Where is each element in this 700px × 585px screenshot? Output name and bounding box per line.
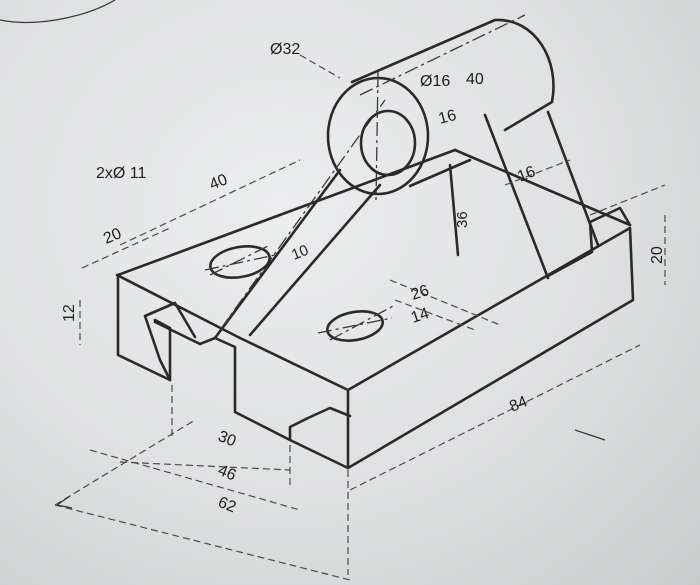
label-46: 46: [216, 462, 239, 484]
hole-left: [209, 245, 271, 279]
sketch-arc: [0, 0, 116, 24]
label-30: 30: [216, 428, 239, 450]
dim-line-leader-32: [299, 54, 341, 79]
label-84: 84: [507, 393, 530, 415]
label-diameter-16: Ø16: [420, 73, 450, 90]
label-10: 10: [289, 242, 311, 264]
right-support: [448, 110, 600, 280]
label-62: 62: [216, 494, 239, 516]
dim-arrow-84: [574, 429, 606, 441]
label-40-top: 40: [466, 71, 484, 88]
cylinder-bore: [359, 109, 417, 177]
dim-line-40-base: [119, 159, 301, 246]
label-26: 26: [409, 282, 431, 304]
base-front-left: [116, 273, 352, 442]
rib-centerline: [219, 99, 386, 331]
base-slot: [143, 301, 197, 382]
base-top-edge: [115, 148, 632, 340]
dim-line-30: [119, 461, 291, 471]
hole-centerlines: [204, 244, 396, 341]
dim-line-46: [89, 449, 301, 511]
label-14: 14: [409, 305, 431, 327]
label-20-left: 20: [101, 225, 124, 247]
dim-line-right-top: [589, 184, 666, 216]
label-40-base: 40: [207, 171, 230, 193]
dim-line-62b: [54, 504, 351, 581]
base-front-lower: [288, 438, 350, 470]
dim-line-16-rib: [504, 159, 571, 186]
label-16-rib: 16: [515, 163, 538, 185]
dim-line-20-left: [81, 227, 171, 269]
cylinder-body: [350, 18, 555, 188]
dim-line-26-14: [389, 279, 501, 331]
dim-arrow-bottom: [56, 495, 73, 509]
label-36: 36: [454, 211, 471, 228]
rib-left: [213, 168, 382, 340]
dim-extension-lines: [171, 385, 349, 575]
label-12: 12: [61, 304, 78, 322]
base-front-right: [238, 226, 635, 470]
dim-line-84: [349, 344, 641, 491]
label-20-right: 20: [649, 246, 666, 264]
label-16-top: 16: [437, 107, 459, 128]
label-holes: 2xØ 11: [96, 165, 147, 182]
cylinder-axis: [359, 14, 526, 201]
cylinder-front-face: [326, 76, 430, 196]
label-diameter-32: Ø32: [270, 41, 300, 58]
